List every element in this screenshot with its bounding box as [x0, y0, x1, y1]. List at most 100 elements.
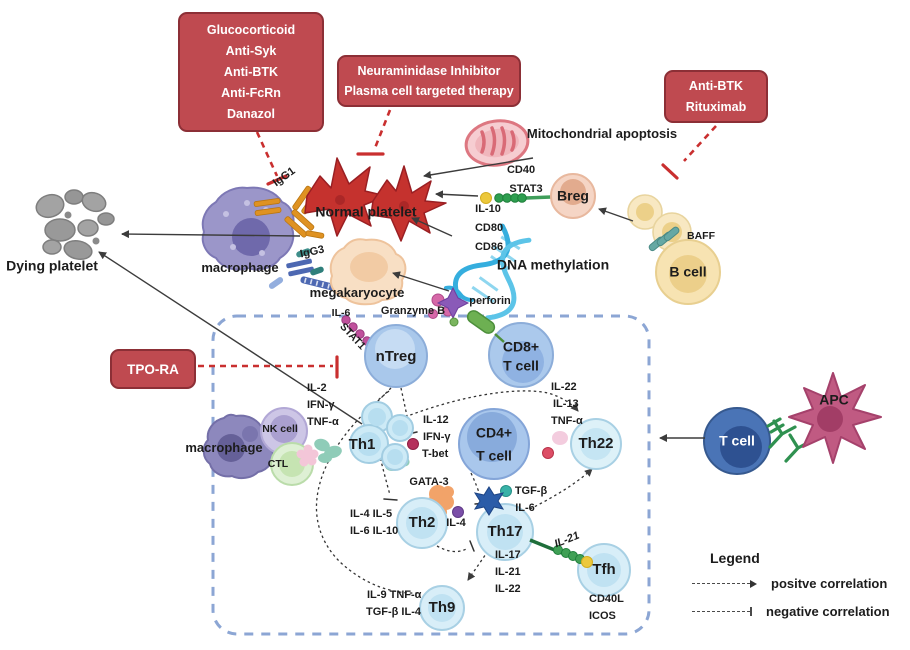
dashed-line-icon: [692, 611, 750, 612]
green-dot: [449, 317, 459, 327]
th1-cell-cluster: [349, 401, 414, 471]
legend-positive-row: positve correlation: [692, 576, 908, 591]
tgfb-dot: [500, 485, 512, 497]
legend-title: Legend: [710, 550, 760, 566]
red-dot: [542, 447, 554, 459]
th2-cell: [396, 497, 448, 549]
legend-negative-label: negative correlation: [766, 604, 890, 619]
th9-cell: [419, 585, 465, 631]
pink-flower-icon: [296, 444, 319, 467]
il17-label: IL-17: [495, 549, 521, 561]
tgfb-il4-label: TGF-β IL-4: [366, 606, 421, 618]
tfh-cell: [577, 543, 631, 597]
correlation-dotted-lines: [315, 387, 593, 594]
therapy-box-anti-btk: Anti-BTK Rituximab: [664, 70, 768, 123]
il4-dot: [452, 506, 464, 518]
b-cell-label: B cell: [669, 263, 707, 280]
il21-bead-chain: [529, 538, 593, 568]
tnfa-left-label: TNF-α: [307, 416, 339, 428]
macrophage-bottom-label: macrophage: [185, 439, 263, 455]
cd8-label-line1: CD8+: [502, 338, 540, 355]
legend-positive-label: positve correlation: [771, 576, 888, 591]
mitochondria-icon: [464, 119, 530, 167]
therapy-line: Neuraminidase Inhibitor: [357, 64, 501, 78]
il12-label: IL-12: [423, 414, 449, 426]
th1-label: Th1: [348, 435, 376, 453]
macrophage-cell-bottom: [202, 413, 275, 480]
ifng-left-label: IFN-γ: [307, 399, 335, 411]
il9-tnfa-label: IL-9 TNF-α: [367, 589, 422, 601]
th17-label: Th17: [487, 522, 523, 540]
cd4-label-line1: CD4+: [475, 424, 513, 441]
therapy-box-glucocorticoid: Glucocorticoid Anti-Syk Anti-BTK Anti-Fc…: [178, 12, 324, 132]
th22-label: Th22: [578, 434, 614, 452]
normal-platelet-label: Normal platelet: [315, 203, 417, 220]
therapy-line: Plasma cell targeted therapy: [344, 84, 514, 98]
megakaryocyte-label: megakaryocyte: [309, 284, 405, 300]
t-cell: [703, 407, 771, 475]
il13-label: IL-13: [553, 398, 579, 410]
tbet-label: T-bet: [422, 448, 449, 460]
breg-cell: [550, 173, 596, 219]
dying-platelet-cells: [35, 189, 115, 261]
therapy-box-tpo-ra: TPO-RA: [110, 349, 196, 389]
mitochondrial-apoptosis-label: Mitochondrial apoptosis: [526, 125, 678, 141]
apc-cell: [788, 372, 882, 464]
dna-tail: [444, 285, 474, 302]
macrophage-cell-top: [201, 186, 295, 271]
dashed-line-icon: [692, 583, 750, 584]
th9-label: Th9: [428, 598, 456, 616]
therapy-line: Anti-BTK: [223, 64, 279, 79]
il22-right-label: IL-22: [551, 381, 577, 393]
therapy-line: Glucocorticoid: [206, 22, 296, 37]
therapy-line: Rituximab: [685, 99, 747, 114]
il6-il10-label: IL-6 IL-10: [350, 525, 399, 537]
therapy-line: Danazol: [227, 106, 275, 121]
th2-label: Th2: [408, 513, 436, 531]
ifng-mid-label: IFN-γ: [423, 431, 451, 443]
igg1-antibody-icons: [253, 185, 325, 239]
legend: Legend positve correlation negative corr…: [692, 550, 908, 632]
th22-cell: [570, 418, 622, 470]
il10-label: IL-10: [475, 202, 501, 215]
gata3-label: GATA-3: [409, 475, 449, 488]
cd40l-label: CD40L: [589, 593, 624, 605]
icos-label: ICOS: [589, 610, 616, 622]
ntreg-cell: [364, 324, 428, 388]
baff-label: BAFF: [687, 230, 715, 243]
inhibition-lines: [198, 109, 717, 379]
il4-il5-label: IL-4 IL-5: [350, 508, 393, 520]
inhibition-bar-icon: [750, 607, 752, 616]
stat3-label: STAT3: [509, 182, 543, 195]
stat3-il10-chain: [480, 192, 552, 204]
cd40-label: CD40: [506, 163, 536, 176]
cd4-t-cell: [458, 408, 530, 480]
il21-list-label: IL-21: [495, 566, 521, 578]
tnfa-right-label: TNF-α: [551, 415, 583, 427]
th17-cell: [476, 503, 534, 561]
il22-list-label: IL-22: [495, 583, 521, 595]
baff-receptor-icon: [648, 226, 680, 252]
th17-star-icon: [473, 486, 505, 516]
therapy-line: Anti-FcRn: [221, 85, 281, 100]
nk-cell-label: NK cell: [262, 423, 298, 436]
tcr-antibody-icons: [766, 417, 813, 463]
therapy-box-neuraminidase: Neuraminidase Inhibitor Plasma cell targ…: [337, 55, 521, 107]
cd8-label-line2: T cell: [503, 357, 539, 374]
il6-mid-label: IL-6: [515, 501, 535, 514]
tgfb-label: TGF-β: [514, 484, 548, 497]
il2-label: IL-2: [307, 382, 327, 394]
breg-label: Breg: [557, 187, 589, 204]
arrowhead-icon: [750, 579, 757, 588]
perforin-label: perforin: [469, 294, 511, 307]
cd80-label: CD80: [474, 221, 504, 234]
cd8-t-cell: [466, 310, 554, 388]
macrophage-top-label: macrophage: [201, 259, 279, 275]
therapy-line: TPO-RA: [127, 361, 179, 377]
cd86-label: CD86: [474, 240, 504, 253]
igg3-antibody-icons: [268, 248, 336, 291]
t-cell-label: T cell: [719, 432, 755, 449]
cd4-label-line2: T cell: [476, 447, 512, 464]
therapy-line: Anti-BTK: [688, 78, 744, 93]
